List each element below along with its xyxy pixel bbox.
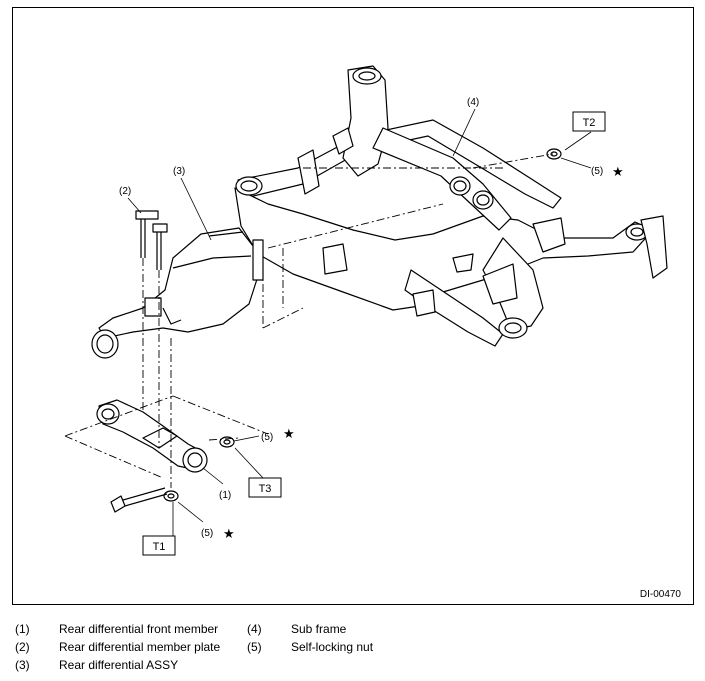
star-icon: ★ (223, 526, 235, 541)
svg-text:T2: T2 (583, 117, 596, 129)
callout-1: (1) (219, 490, 231, 501)
star-icon: ★ (612, 164, 624, 179)
legend-item: (2)Rear differential member plate (15, 640, 221, 654)
exploded-diagram: (2) (3) (4) (1) (5) (5) (5) ★ ★ ★ T2 T3 … (64, 65, 668, 556)
svg-text:T3: T3 (259, 483, 272, 495)
legend-item: (3)Rear differential ASSY (15, 658, 179, 672)
rear-differential-front-member (96, 399, 208, 473)
figure-code: DI-00470 (639, 589, 681, 600)
legend-item: (1)Rear differential front member (15, 622, 219, 636)
svg-text:T1: T1 (153, 541, 166, 553)
callout-2: (2) (119, 186, 131, 197)
callout-5-bottom: (5) (201, 528, 213, 539)
leader-lines (127, 108, 592, 536)
callout-3: (3) (173, 166, 185, 177)
legend-item: (4)Sub frame (247, 622, 347, 636)
callout-4: (4) (467, 97, 479, 108)
torque-box-t2: T2 (572, 111, 606, 132)
sub-frame (234, 65, 668, 347)
callout-5-mid: (5) (261, 432, 273, 443)
torque-box-t3: T3 (248, 477, 282, 498)
torque-box-t1: T1 (142, 535, 176, 556)
diagram-frame: (2) (3) (4) (1) (5) (5) (5) ★ ★ ★ T2 T3 … (12, 7, 694, 605)
legend-item: (5)Self-locking nut (247, 640, 374, 654)
callouts: (2) (3) (4) (1) (5) (5) (5) ★ ★ ★ (119, 97, 624, 541)
rear-differential-assy (91, 227, 264, 359)
self-locking-nuts (163, 148, 562, 502)
callout-5-top: (5) (591, 166, 603, 177)
star-icon: ★ (283, 426, 295, 441)
mounting-bolt (110, 487, 168, 513)
alignment-lines (64, 153, 554, 488)
rear-differential-member-plate (135, 210, 168, 270)
